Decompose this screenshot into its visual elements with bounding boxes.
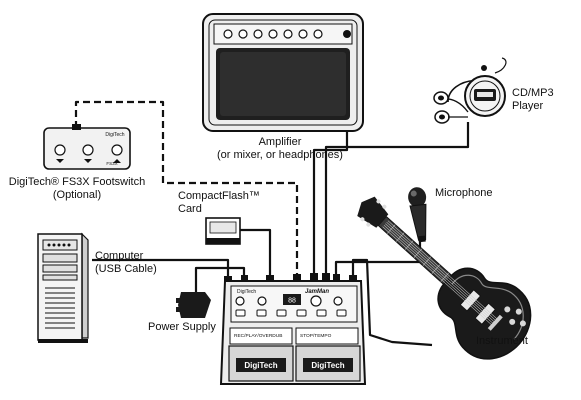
right-footswitch-brand: DigiTech <box>311 361 344 370</box>
computer-label-line1: Computer <box>95 250 144 262</box>
footswitch-icon: DigiTech FS3X <box>43 124 131 170</box>
right-pedal-label: STOP/TEMPO <box>300 333 332 339</box>
cd-player-label: CD/MP3 Player <box>512 87 554 113</box>
microphone-label-text: Microphone <box>435 187 493 199</box>
computer-tower-icon <box>37 232 89 343</box>
footswitch-model: FS3X <box>106 161 117 166</box>
compactflash-label: CompactFlash™ Card <box>178 190 260 216</box>
power-supply-label-text: Power Supply <box>148 321 216 333</box>
footswitch-brand: DigiTech <box>105 132 124 138</box>
pedal-brand: DigiTech <box>237 289 256 295</box>
cables <box>74 30 470 347</box>
cd-player-headphones-icon <box>433 57 507 124</box>
computer-label-line2: (USB Cable) <box>95 263 157 275</box>
pedal-model: JamMan <box>305 289 329 295</box>
compactflash-label-line1: CompactFlash™ <box>178 190 260 202</box>
left-footswitch-brand: DigiTech <box>244 361 277 370</box>
footswitch-label-line2: (Optional) <box>52 189 102 201</box>
power-cable <box>194 266 246 292</box>
cd-player-label-line1: CD/MP3 <box>512 87 554 99</box>
amplifier-icon <box>202 13 364 132</box>
usb-cable <box>92 258 230 280</box>
footswitch-label: DigiTech® FS3X Footswitch (Optional) <box>2 176 152 202</box>
microphone-label: Microphone <box>435 187 492 200</box>
amplifier-label-line1: Amplifier <box>258 136 302 148</box>
instrument-cable <box>351 258 433 347</box>
compactflash-label-line2: Card <box>178 203 202 215</box>
microphone-icon <box>408 187 427 243</box>
instrument-label: Instrument <box>476 335 528 348</box>
instrument-label-text: Instrument <box>476 335 528 347</box>
power-supply-label: Power Supply <box>148 321 216 334</box>
looper-pedal-icon: DigiTech JamMan 88 REC/PLAY/OVERDUB STOP… <box>219 273 367 385</box>
footswitch-cable <box>74 100 299 275</box>
footswitch-label-line1: DigiTech® FS3X Footswitch <box>8 176 146 188</box>
amplifier-label-line2: (or mixer, or headphones) <box>217 149 343 161</box>
electric-guitar-icon <box>357 196 532 360</box>
cd-player-cable <box>324 122 470 276</box>
cd-player-label-line2: Player <box>512 100 544 112</box>
computer-label: Computer (USB Cable) <box>95 250 157 276</box>
pedal-display: 88 <box>288 298 296 305</box>
power-adapter-icon <box>176 292 211 318</box>
left-pedal-label: REC/PLAY/OVERDUB <box>234 333 282 339</box>
amplifier-label: Amplifier (or mixer, or headphones) <box>190 136 370 162</box>
compactflash-cable <box>240 228 272 276</box>
compactflash-card-icon <box>205 217 241 245</box>
